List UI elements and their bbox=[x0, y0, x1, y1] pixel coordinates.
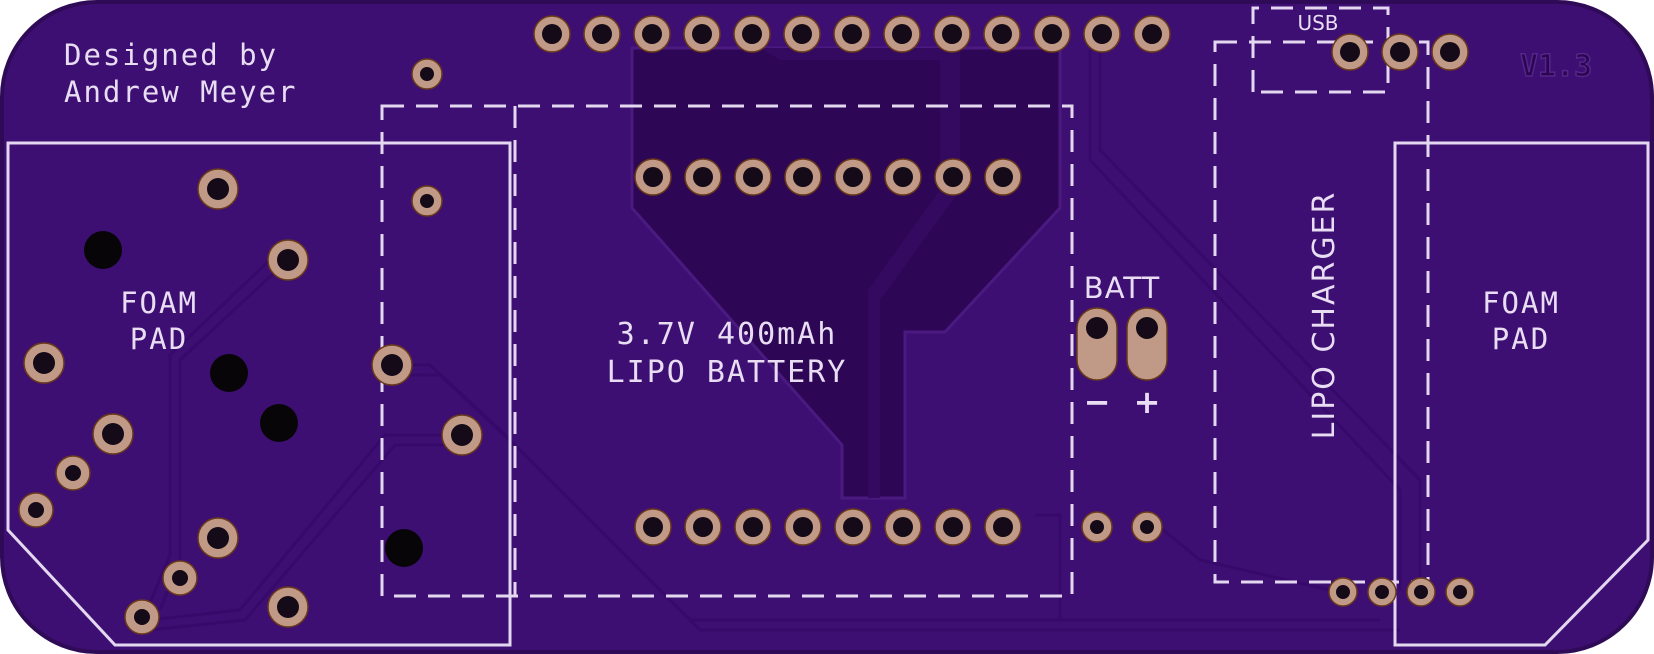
author-line-1: Designed by bbox=[64, 38, 278, 72]
batt-plus-label: + bbox=[1134, 383, 1161, 421]
usb-pins bbox=[1331, 33, 1469, 71]
mounting-holes bbox=[84, 231, 423, 567]
usb-label: USB bbox=[1297, 11, 1338, 35]
usb-outline bbox=[1251, 6, 1390, 94]
header-pins-top bbox=[533, 15, 1171, 53]
battery-connector bbox=[1076, 307, 1168, 543]
battery-line-1: 3.7V 400mAh bbox=[617, 317, 838, 352]
author-line-2: Andrew Meyer bbox=[64, 75, 298, 109]
foam-pad-left-outline bbox=[6, 141, 512, 647]
traces bbox=[143, 45, 1422, 632]
ic-pins-lower bbox=[634, 508, 1022, 546]
charger-pins bbox=[1328, 577, 1475, 607]
foam-pad-right-line-1: FOAM bbox=[1482, 286, 1560, 320]
foam-pad-left-line-2: PAD bbox=[130, 322, 188, 356]
foam-pad-right-line-2: PAD bbox=[1492, 322, 1550, 356]
charger-label: LIPO CHARGER bbox=[1307, 191, 1342, 440]
foam-pad-left-line-1: FOAM bbox=[120, 286, 198, 320]
copper-pour-inner bbox=[760, 48, 960, 498]
battery-line-2: LIPO BATTERY bbox=[607, 355, 848, 390]
version-label: V1.3 bbox=[1520, 49, 1592, 84]
foam-pad-right-outline bbox=[1393, 141, 1650, 647]
left-pads bbox=[18, 58, 483, 635]
batt-minus-label: − bbox=[1084, 383, 1111, 421]
ic-pins-upper bbox=[634, 158, 1022, 196]
charger-outline bbox=[1213, 40, 1430, 584]
batt-label: BATT bbox=[1084, 271, 1160, 305]
